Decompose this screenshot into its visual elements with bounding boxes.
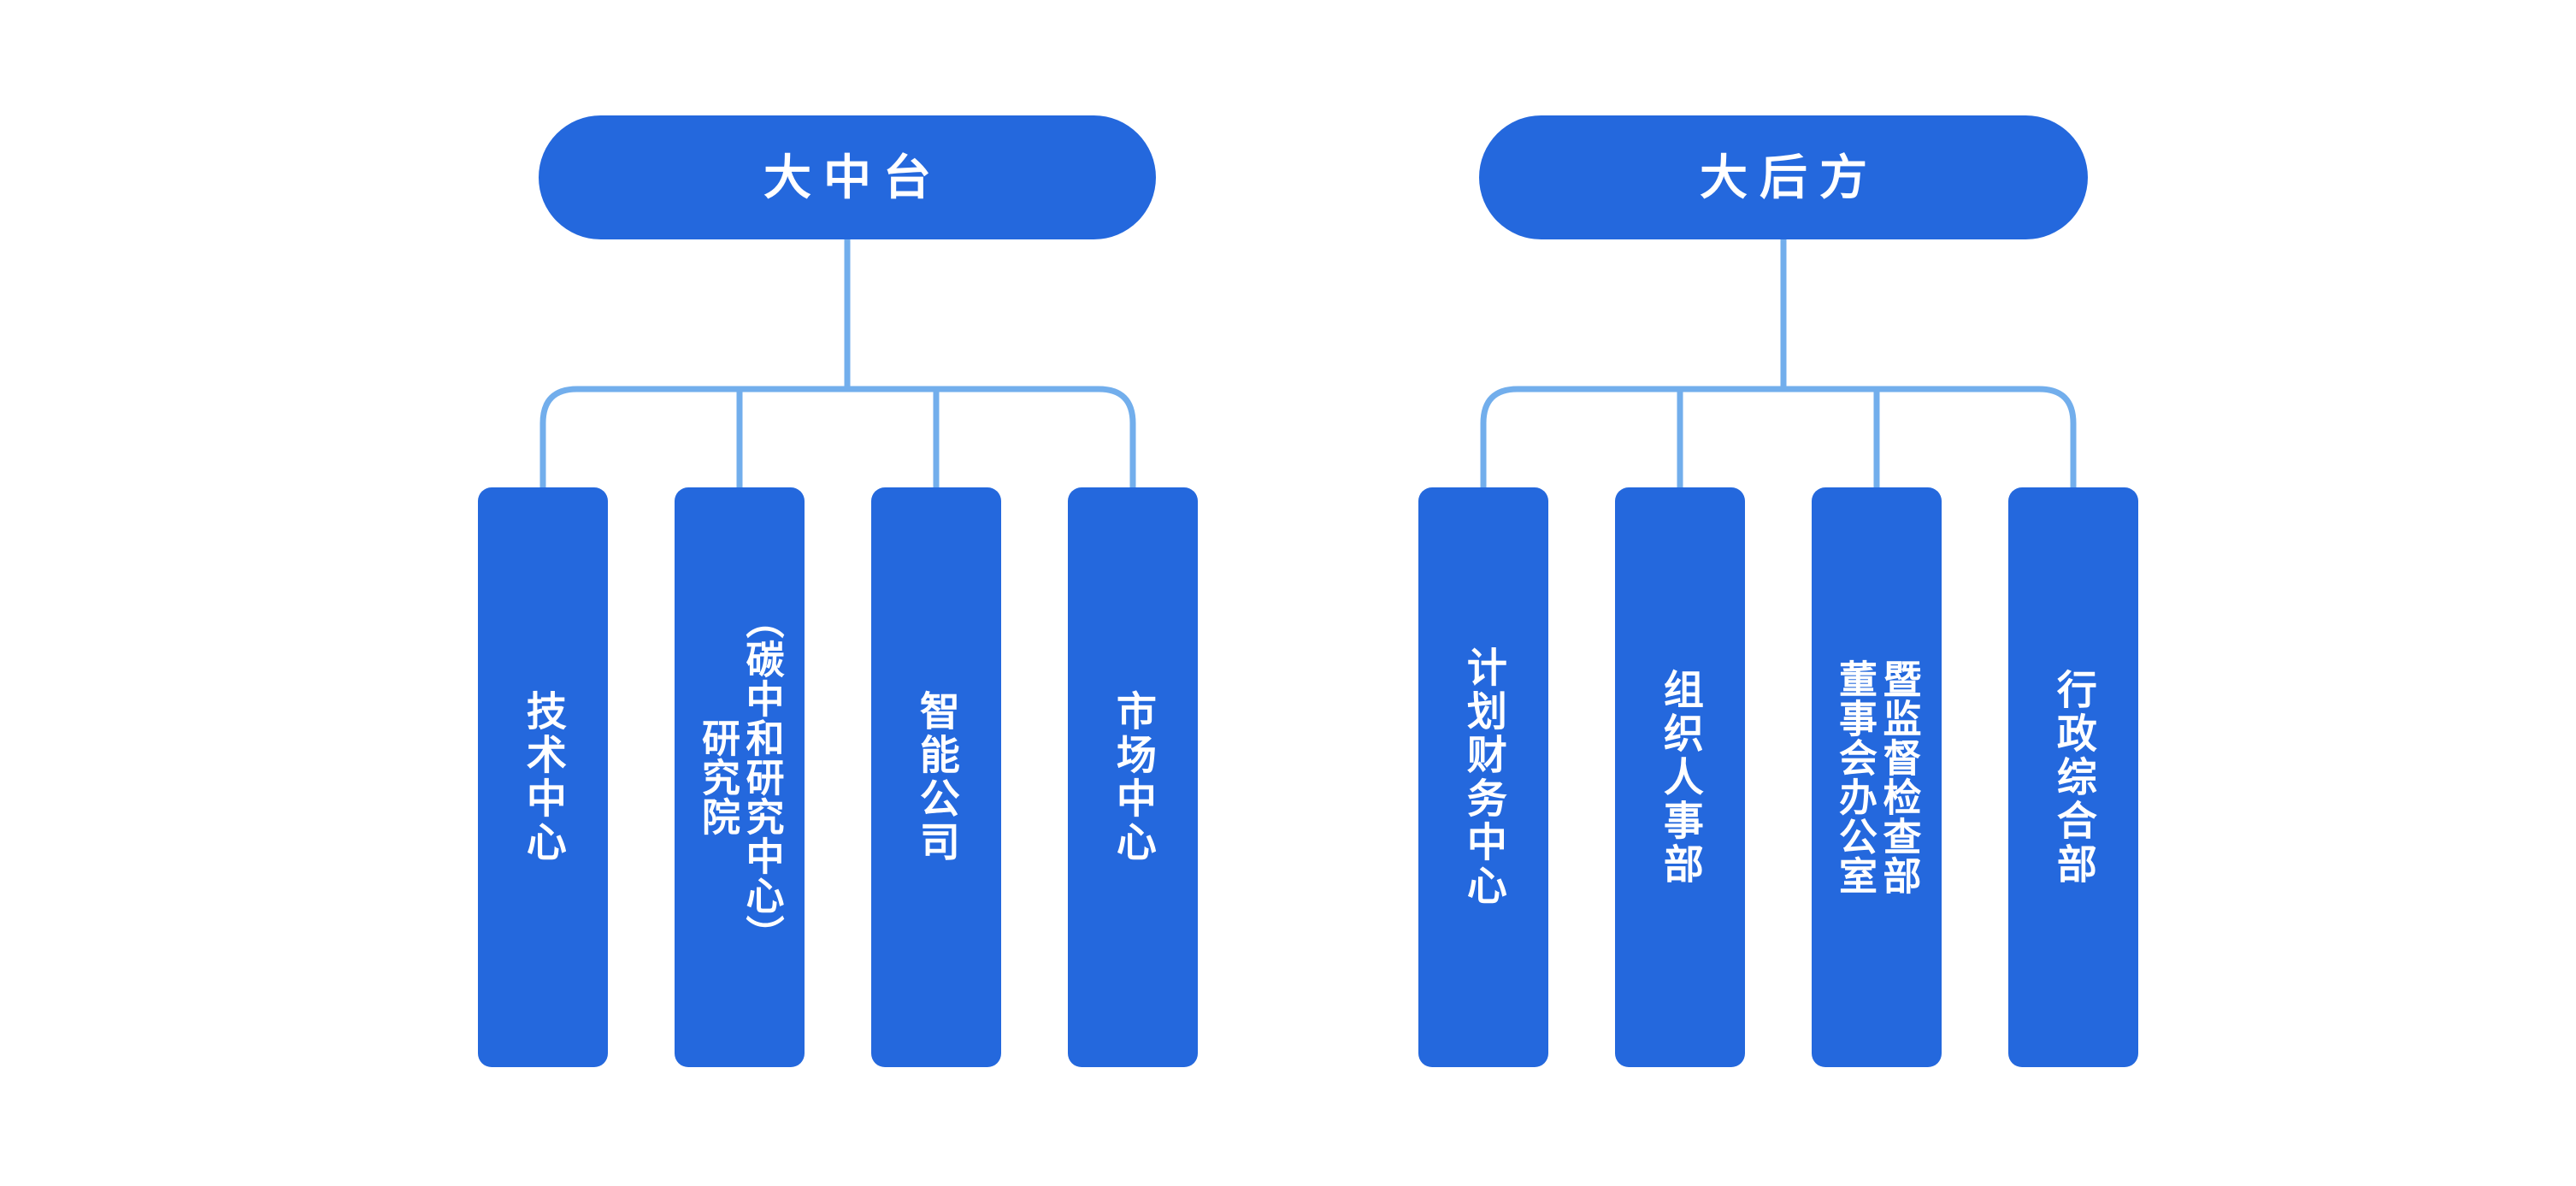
- node-label-tech-center: 技术中心: [520, 690, 566, 864]
- node-admin-general-dept[interactable]: 行政综合部: [2008, 487, 2138, 1067]
- node-label-research-institute-col1: （碳中和研究中心）: [740, 600, 784, 954]
- node-tech-center[interactable]: 技术中心: [478, 487, 608, 1067]
- node-intelligent-company[interactable]: 智能公司: [871, 487, 1001, 1067]
- connector-bus-rear-support: [1480, 386, 2077, 487]
- node-label-market-center: 市场中心: [1110, 690, 1156, 864]
- node-organization-hr-dept[interactable]: 组织人事部: [1615, 487, 1745, 1067]
- connector-bus-mid-platform: [539, 386, 1136, 487]
- node-label-planning-finance-center: 计划财务中心: [1460, 646, 1506, 908]
- node-label-board-office-supervision-col2: 董事会办公室: [1833, 659, 1877, 895]
- group-header-rear-support[interactable]: 大后方: [1479, 115, 2088, 239]
- node-label-organization-hr-dept: 组织人事部: [1657, 668, 1703, 887]
- node-planning-finance-center[interactable]: 计划财务中心: [1418, 487, 1548, 1067]
- node-market-center[interactable]: 市场中心: [1068, 487, 1198, 1067]
- node-board-office-supervision[interactable]: 暨监督检查部董事会办公室: [1812, 487, 1942, 1067]
- node-label-board-office-supervision-col1: 暨监督检查部: [1877, 659, 1921, 895]
- group-header-mid-platform[interactable]: 大中台: [539, 115, 1156, 239]
- node-label-research-institute-col2: 研究院: [696, 718, 740, 836]
- node-research-institute[interactable]: （碳中和研究中心）研究院: [675, 487, 805, 1067]
- node-label-intelligent-company: 智能公司: [913, 690, 959, 864]
- node-label-admin-general-dept: 行政综合部: [2050, 668, 2096, 887]
